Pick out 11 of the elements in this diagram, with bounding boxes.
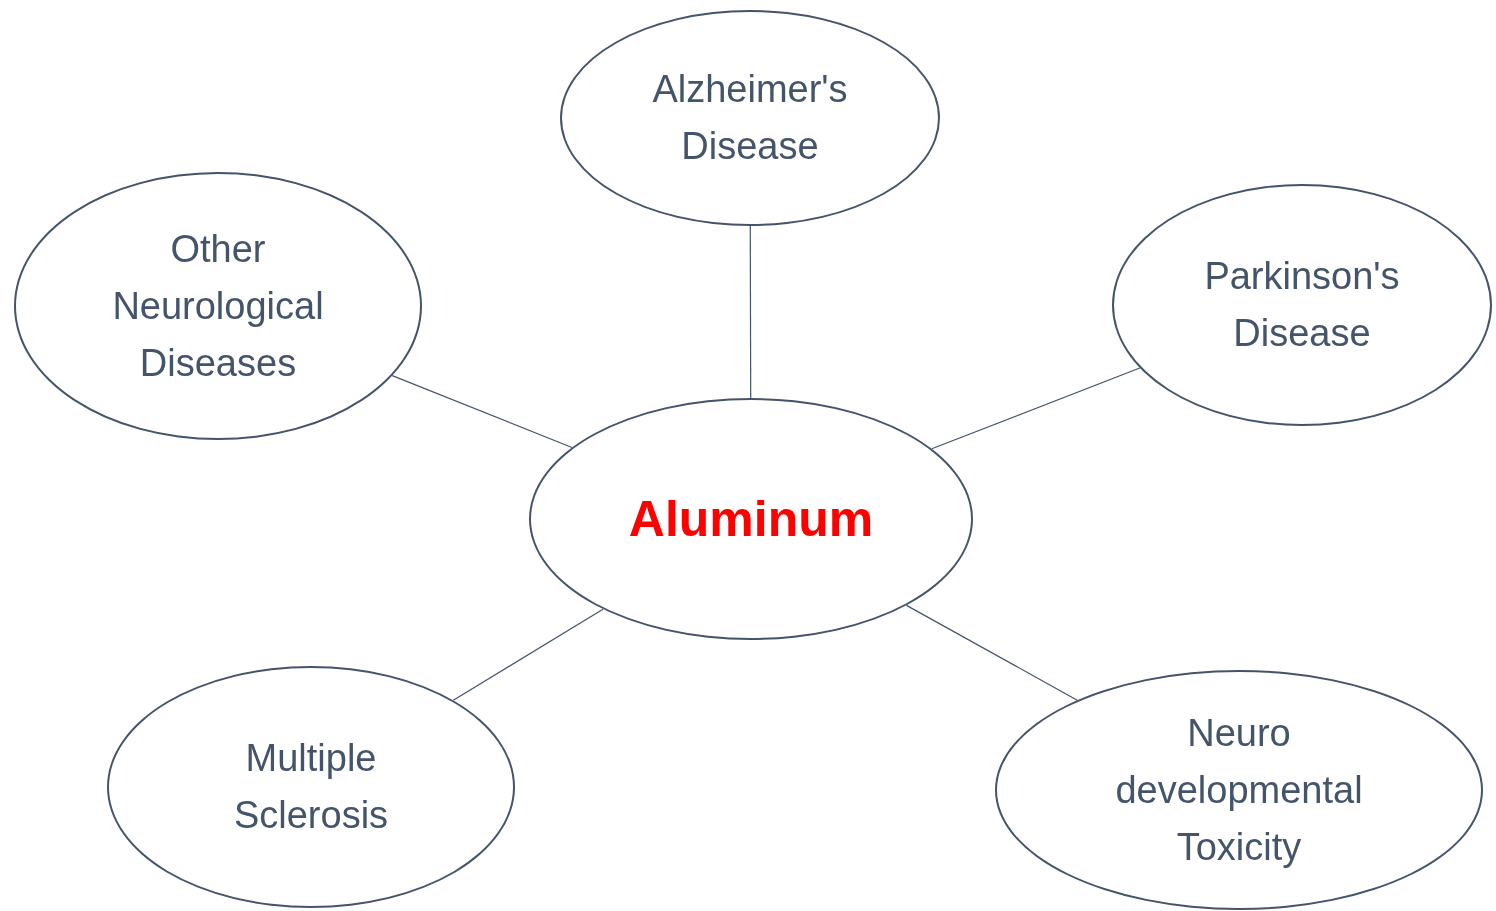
node-label: Neuro developmental Toxicity — [1114, 710, 1364, 870]
node-label: Parkinson's Disease — [1203, 254, 1401, 356]
connector-line — [391, 375, 573, 449]
node-label: Multiple Sclerosis — [232, 736, 390, 838]
connector-line — [452, 608, 604, 701]
connector-line — [749, 225, 752, 399]
connector-line — [905, 604, 1078, 701]
node-label: Alzheimer's Disease — [651, 67, 849, 169]
connector-line — [931, 367, 1141, 450]
node-label: Aluminum — [628, 490, 874, 548]
node-label: Other Neurological Diseases — [111, 226, 325, 386]
